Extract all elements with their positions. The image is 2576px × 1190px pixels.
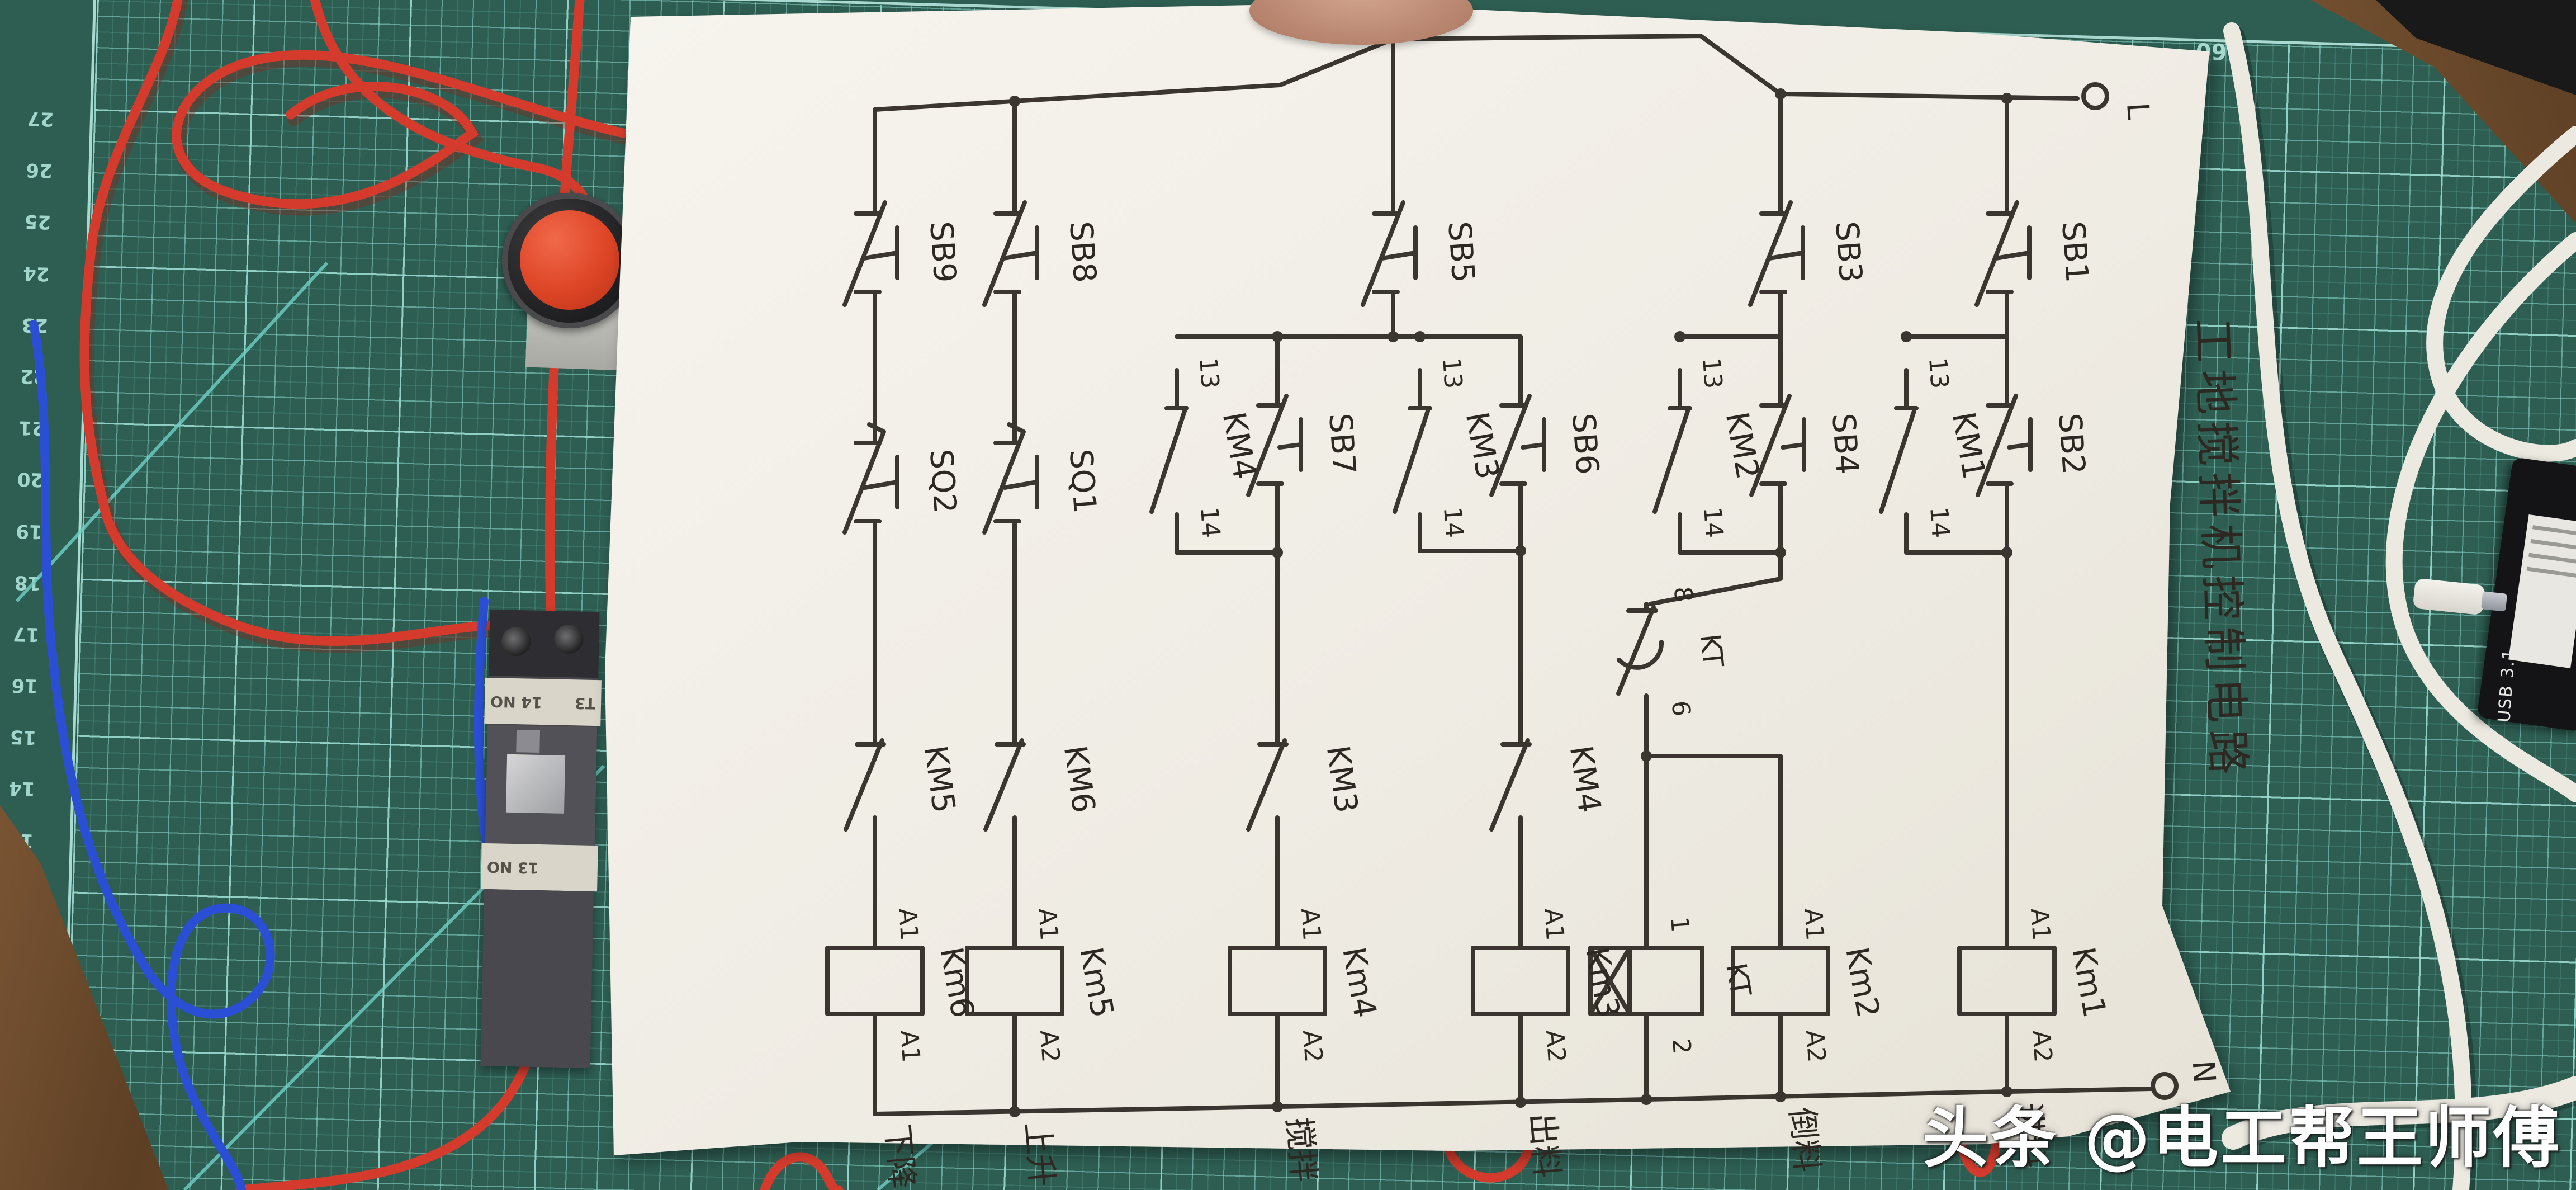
component-label: SB7 <box>1322 412 1362 476</box>
coil-terminal: A1 <box>1798 907 1829 942</box>
kt-coil-box <box>1588 946 1704 1016</box>
coil-terminal: A1 <box>1538 907 1569 942</box>
function-label: 出料 <box>1523 1111 1566 1179</box>
component-label: KT <box>1694 632 1730 669</box>
terminal-number: 6 <box>1666 700 1696 717</box>
red-wire <box>1442 1136 1535 1183</box>
coil-box <box>825 946 925 1016</box>
terminal-number: 14 <box>1195 506 1225 539</box>
coil-box <box>965 946 1064 1016</box>
terminal-number: 13 <box>1194 356 1224 389</box>
function-label: 下降 <box>878 1122 922 1190</box>
usb-plug-tip <box>2481 591 2508 612</box>
terminal-number: 14 <box>1924 506 1955 539</box>
coil-box <box>1957 946 2057 1016</box>
terminal-number: 8 <box>1668 585 1698 603</box>
component-label: SB5 <box>1441 220 1481 284</box>
function-label: 搅拌 <box>1280 1116 1323 1184</box>
coil-terminal: A2 <box>1800 1029 1831 1064</box>
circuit-labels: L N SB9 SB8 SB5 SB3 SB1 SQ2 SQ1 SB7 SB6 … <box>878 102 2255 1190</box>
coil-terminal: A1 <box>893 907 924 942</box>
coil-terminal: A2 <box>1034 1029 1065 1064</box>
device-sticker <box>2508 514 2576 668</box>
red-wire <box>1952 1122 2003 1177</box>
component-label: SB6 <box>1565 412 1605 476</box>
circuit-ink <box>825 34 2179 1117</box>
kt-delay-contact-symbol <box>1616 605 1664 758</box>
terminal-number: 13 <box>1697 356 1727 389</box>
line-terminal-circle <box>2081 82 2109 110</box>
red-wire <box>79 0 511 646</box>
branch-wire <box>1678 517 1783 555</box>
red-pushbutton <box>520 210 619 310</box>
coil-terminal: A1 <box>2025 907 2056 942</box>
coil-terminal: A2 <box>1297 1029 1328 1064</box>
red-wire <box>235 1060 531 1190</box>
watermark-text: 头条 @电工帮王师傅 <box>1922 1099 2561 1177</box>
red-wire <box>172 50 628 209</box>
coil-terminal: A2 <box>2026 1029 2057 1064</box>
branch-wire <box>1644 754 1783 1099</box>
neutral-terminal-circle <box>2151 1072 2179 1100</box>
coil-terminal: A1 <box>894 1029 925 1064</box>
function-label: 进料 <box>2009 1101 2053 1169</box>
top-bus-wire <box>873 34 2080 112</box>
function-label: 倒料 <box>1783 1106 1826 1174</box>
coil-terminal: A1 <box>1295 907 1326 942</box>
terminal-number: 13 <box>1437 356 1467 389</box>
component-label: SB1 <box>2054 220 2095 284</box>
component-label: SQ1 <box>1062 448 1103 515</box>
component-label: SB9 <box>922 220 963 284</box>
component-label: SB8 <box>1062 220 1102 284</box>
branch-wire <box>1175 517 1280 555</box>
coil-terminal: 2 <box>1666 1037 1696 1055</box>
component-label: SQ2 <box>922 448 963 515</box>
component-label: SB3 <box>1828 220 1868 284</box>
terminal-number: 14 <box>1438 506 1469 539</box>
branch-wire <box>1904 517 2009 555</box>
coil-terminal: A2 <box>1540 1029 1571 1064</box>
terminal-number: 13 <box>1923 356 1954 389</box>
kt-coil-x-mark <box>1588 946 1632 1016</box>
coil-box <box>1731 946 1830 1016</box>
branch-wire <box>1418 517 1523 553</box>
coil-box <box>1471 946 1570 1016</box>
terminal-number: 14 <box>1698 506 1729 539</box>
component-label: SB2 <box>2051 412 2091 476</box>
red-wire <box>760 1152 844 1190</box>
component-label: SB4 <box>1825 412 1865 476</box>
function-label: 上升 <box>1018 1120 1062 1188</box>
junction-dots <box>1009 88 2012 1117</box>
coil-terminal: 1 <box>1665 915 1694 933</box>
line-terminal-label: L <box>2120 102 2156 121</box>
coil-terminal: A1 <box>1033 907 1063 942</box>
white-usb-cable <box>2222 22 2576 1190</box>
neutral-terminal-label: N <box>2186 1059 2223 1084</box>
coil-label: KT <box>1720 961 1758 999</box>
coil-box <box>1228 946 1327 1016</box>
